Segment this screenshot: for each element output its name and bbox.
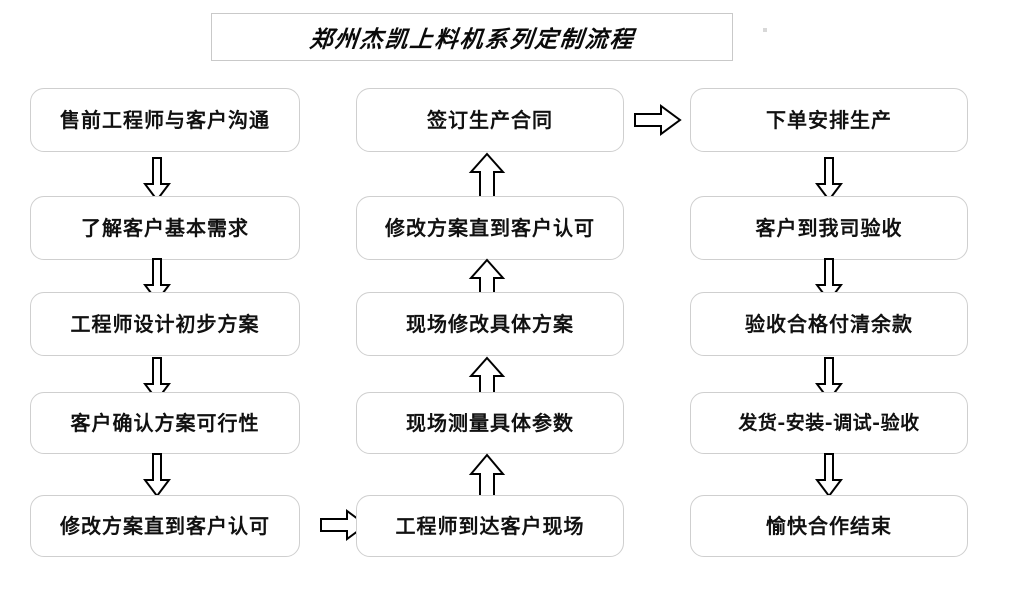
chart-title-box: 郑州杰凯上料机系列定制流程 xyxy=(211,13,733,61)
node-2-2[interactable]: 修改方案直到客户认可 xyxy=(356,196,624,260)
node-2-2-label: 修改方案直到客户认可 xyxy=(385,216,595,240)
node-3-5-label: 愉快合作结束 xyxy=(766,514,892,538)
node-3-2-label: 客户到我司验收 xyxy=(755,216,903,240)
node-1-2[interactable]: 了解客户基本需求 xyxy=(30,196,300,260)
arrow-right-col2-col3 xyxy=(634,103,682,137)
node-3-4[interactable]: 发货-安装-调试-验收 xyxy=(690,392,968,454)
node-2-3[interactable]: 现场修改具体方案 xyxy=(356,292,624,356)
node-2-4[interactable]: 现场测量具体参数 xyxy=(356,392,624,454)
arrow-down-3-1 xyxy=(814,157,844,202)
node-3-5[interactable]: 愉快合作结束 xyxy=(690,495,968,557)
node-3-1-label: 下单安排生产 xyxy=(766,108,892,132)
node-1-2-label: 了解客户基本需求 xyxy=(81,216,249,240)
arrow-down-3-4 xyxy=(814,453,844,498)
node-1-1[interactable]: 售前工程师与客户沟通 xyxy=(30,88,300,152)
arrow-down-1-1 xyxy=(142,157,172,202)
node-3-3[interactable]: 验收合格付清余款 xyxy=(690,292,968,356)
node-3-1[interactable]: 下单安排生产 xyxy=(690,88,968,152)
node-1-5-label: 修改方案直到客户认可 xyxy=(60,514,270,538)
node-1-4[interactable]: 客户确认方案可行性 xyxy=(30,392,300,454)
decorative-speck xyxy=(763,28,767,32)
node-2-1[interactable]: 签订生产合同 xyxy=(356,88,624,152)
node-3-4-label: 发货-安装-调试-验收 xyxy=(738,411,920,434)
node-3-3-label: 验收合格付清余款 xyxy=(745,312,913,336)
node-2-5[interactable]: 工程师到达客户现场 xyxy=(356,495,624,557)
node-1-1-label: 售前工程师与客户沟通 xyxy=(60,108,270,132)
node-2-5-label: 工程师到达客户现场 xyxy=(395,514,585,538)
node-1-3[interactable]: 工程师设计初步方案 xyxy=(30,292,300,356)
node-1-3-label: 工程师设计初步方案 xyxy=(70,312,260,336)
node-2-1-label: 签订生产合同 xyxy=(427,108,553,132)
node-1-4-label: 客户确认方案可行性 xyxy=(70,411,260,435)
arrow-down-1-4 xyxy=(142,453,172,498)
node-2-4-label: 现场测量具体参数 xyxy=(406,411,574,435)
chart-title: 郑州杰凯上料机系列定制流程 xyxy=(307,26,636,53)
arrow-up-2-4 xyxy=(468,453,506,498)
node-1-5[interactable]: 修改方案直到客户认可 xyxy=(30,495,300,557)
arrow-up-2-3 xyxy=(468,356,506,396)
node-2-3-label: 现场修改具体方案 xyxy=(406,312,574,336)
node-3-2[interactable]: 客户到我司验收 xyxy=(690,196,968,260)
